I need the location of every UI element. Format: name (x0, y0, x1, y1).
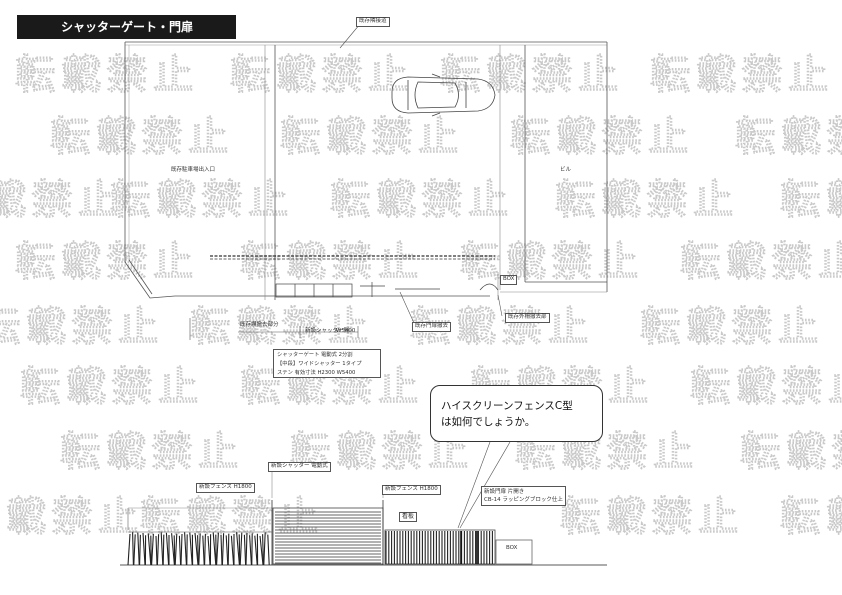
hatch-line (171, 533, 175, 566)
gate-note-line: 新設門扉 片開き (484, 489, 525, 495)
hatch-line (198, 533, 201, 566)
label-elevation-box: BOX (506, 545, 518, 551)
hatch-line (189, 532, 193, 566)
fence-left (127, 531, 272, 566)
hatch-line (243, 534, 247, 566)
label-elevation-shutter: 新設シャッター 電動式 (268, 462, 331, 472)
hatch-line (156, 534, 160, 566)
hatch-line (184, 532, 187, 566)
page-title: シャッターゲート・門扉 (17, 15, 236, 39)
hatch-line (133, 534, 136, 566)
site-outline (124, 41, 608, 300)
car-icon (391, 73, 496, 117)
hatch-line (238, 534, 241, 566)
spec-line: 【中段】ワイドシャッター 1タイプ (277, 361, 362, 367)
hatch-line (221, 533, 225, 566)
hatch-line (245, 532, 248, 566)
hatch-line (194, 532, 199, 566)
label-dim-shutter-name: 新設シャッター間 (305, 328, 350, 334)
callout-line: は如何でしょうか。 (441, 416, 536, 428)
hatch-line (165, 532, 170, 566)
gate-opening (275, 282, 499, 298)
hatch-line (236, 532, 240, 566)
hatch-line (137, 532, 140, 566)
label-building: ビル (560, 167, 572, 173)
hatch-line (202, 535, 205, 566)
hatch-line (225, 535, 229, 566)
hatch-line (178, 535, 182, 566)
hatch-line (230, 535, 235, 566)
hatch-line (197, 535, 199, 566)
callout-bubble: ハイスクリーンフェンスC型 は如何でしょうか。 (430, 385, 603, 442)
hatch-line (151, 533, 154, 566)
label-existing-note: 既存外柵撤去部 (505, 313, 550, 323)
dimension-line (189, 318, 359, 340)
spec-box: シャッターゲート 電動式 2分割 【中段】ワイドシャッター 1タイプ ステン 有… (273, 349, 381, 378)
label-road-top: 既存隣接道 (356, 17, 390, 27)
hatch-line (239, 532, 243, 566)
hatch-line (227, 533, 230, 566)
elevation-drawing (120, 470, 607, 566)
hatch-line (142, 532, 146, 566)
hatch-line (160, 532, 164, 566)
shutter-rail (210, 255, 495, 260)
spec-line: ステン 有効寸法 H2300 W5400 (277, 370, 356, 376)
label-left-parking: 既存駐車場出入口 (171, 167, 216, 173)
fence-right (385, 531, 493, 564)
hatch-line (204, 533, 206, 566)
hatch-line (216, 532, 219, 566)
label-demolish: 既存門扉撤去 (412, 322, 452, 332)
label-dim-left: 既存塀撤去部分 (240, 322, 279, 328)
leader-lines (339, 23, 511, 529)
hatch-line (220, 534, 223, 566)
shutter-slats (275, 511, 381, 564)
hatch-line (259, 535, 264, 566)
label-plan-box: BOX (500, 275, 518, 285)
hatch-line (263, 532, 266, 566)
label-gate-note: 新設門扉 片開き CB-14 ラッピングブロック仕上 (481, 486, 566, 506)
spec-line: シャッターゲート 電動式 2分割 (277, 352, 353, 358)
hatch-line (267, 534, 270, 566)
hatch-line (207, 535, 211, 566)
hatch-line (132, 532, 134, 566)
hatch-line (155, 535, 158, 566)
callout-line: ハイスクリーンフェンスC型 (441, 400, 573, 412)
hatch-line (127, 533, 131, 566)
label-dim-shutter: W5400 (336, 328, 356, 334)
hatch-line (162, 534, 165, 566)
hatch-line (254, 535, 258, 566)
hatch-line (173, 535, 176, 566)
hatch-line (180, 533, 183, 566)
hatch-line (212, 532, 217, 566)
hatch-line (262, 534, 264, 566)
label-sign: 看板 (399, 512, 418, 522)
hatch-line (174, 533, 178, 566)
hatch-line (249, 535, 252, 566)
gate-note-line: CB-14 ラッピングブロック仕上 (484, 497, 563, 503)
label-fence-right: 新設フェンス H1800 (382, 485, 441, 495)
hatch-line (147, 533, 152, 566)
label-fence-left: 新設フェンス H1800 (196, 483, 255, 493)
hatch-line (139, 534, 141, 566)
